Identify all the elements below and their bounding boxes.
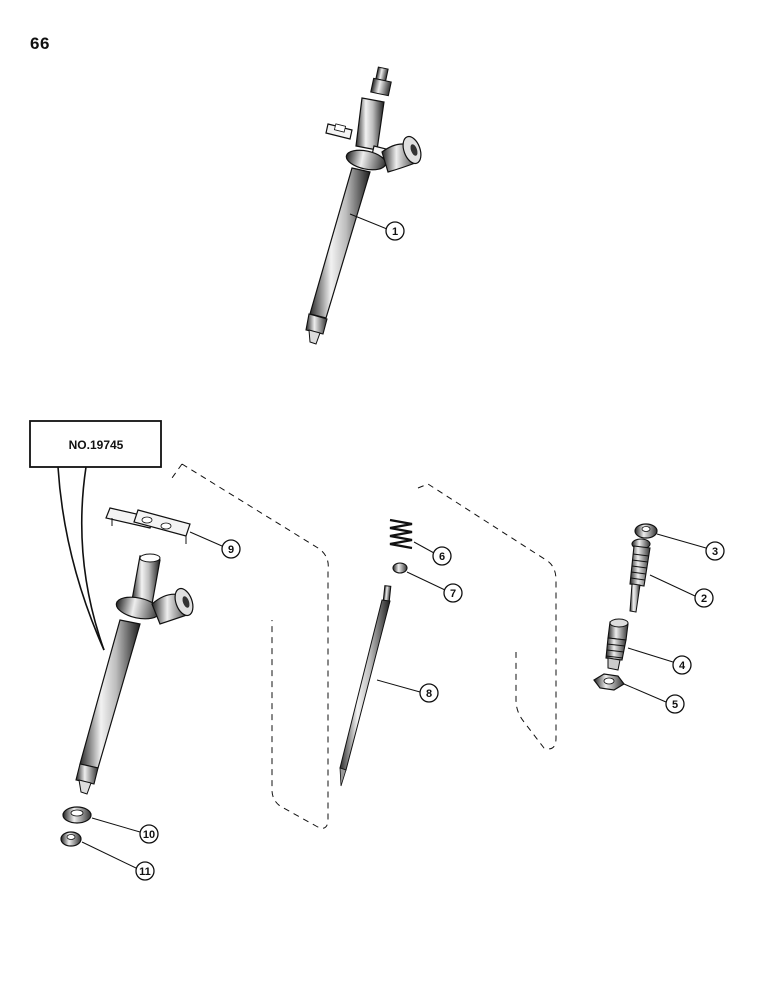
dashed-group-outline-right [417,483,557,750]
part-bubble-11: 11 [135,861,155,881]
part-bubble-4: 4 [672,655,692,675]
locknut-part-5 [593,673,625,691]
seat-part-7 [392,562,408,574]
part-number-4: 4 [679,660,686,672]
push-rod-part-8 [339,585,392,787]
plug-part-4 [605,618,629,671]
washer-part-11 [60,831,82,847]
part-number-10: 10 [143,829,155,841]
injector-assembly-top [305,66,422,345]
part-bubble-6: 6 [432,546,452,566]
part-number-callout: NO.19745 [29,420,162,651]
part-bubble-8: 8 [419,683,439,703]
dashed-group-outline-left [171,463,329,829]
spring-part-6 [389,518,413,550]
part-bubble-9: 9 [221,539,241,559]
washer-part-10 [62,806,92,824]
part-number-3: 3 [712,546,718,558]
part-bubble-7: 7 [443,583,463,603]
part-bubble-1: 1 [385,221,405,241]
part-number-5: 5 [672,699,678,711]
page-number: 66 [30,34,50,53]
part-bubble-2: 2 [694,588,714,608]
part-bubble-3: 3 [705,541,725,561]
injector-body-exploded [75,507,194,795]
part-bubble-5: 5 [665,694,685,714]
part-number-2: 2 [701,593,707,605]
part-number-8: 8 [426,688,432,700]
part-number-9: 9 [228,544,234,556]
part-number-1: 1 [392,226,398,238]
part-number-7: 7 [450,588,456,600]
nut-part-3 [634,523,658,539]
part-number-11: 11 [139,866,151,878]
part-bubble-10: 10 [139,824,159,844]
callout-label: NO.19745 [69,438,124,452]
part-number-6: 6 [439,551,445,563]
adjusting-screw-part-2 [629,538,651,613]
